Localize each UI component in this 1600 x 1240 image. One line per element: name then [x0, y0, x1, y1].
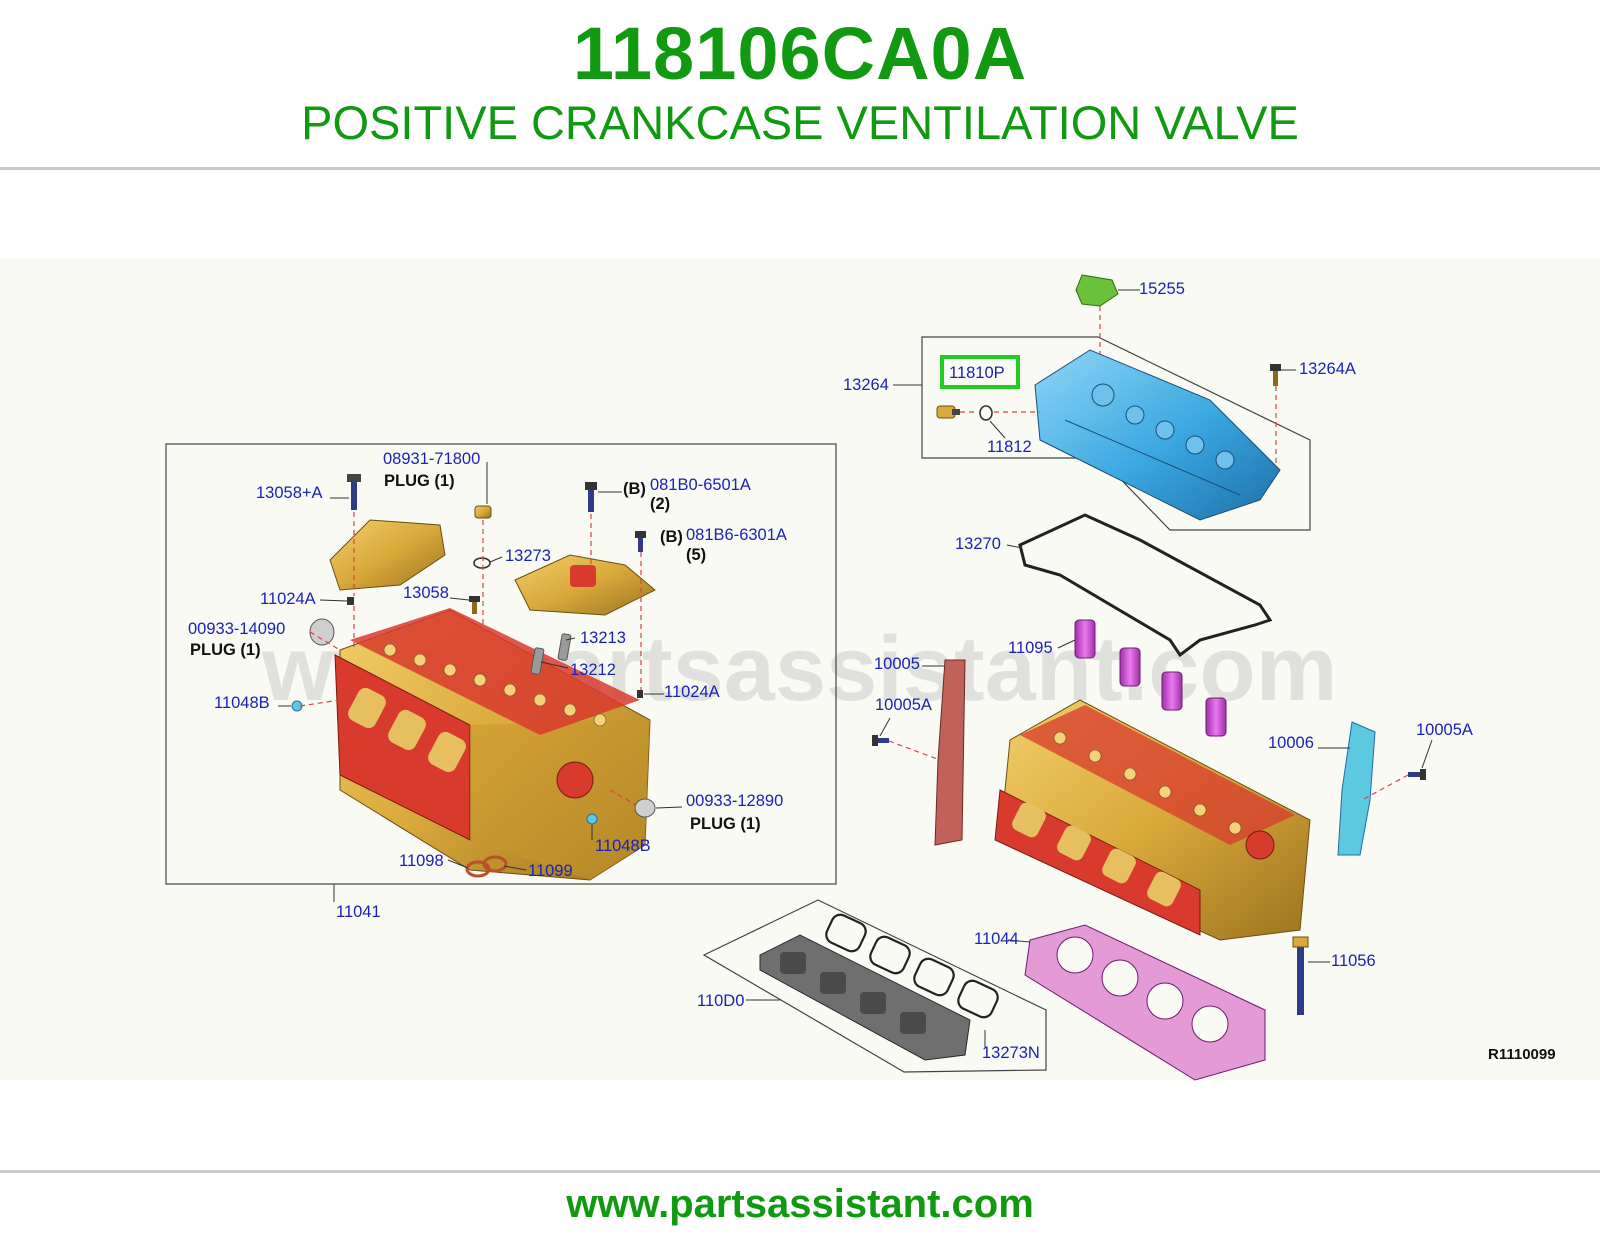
cylinder-head-left — [334, 608, 651, 881]
bolt-13058 — [469, 596, 480, 614]
cylinder-head-right — [994, 699, 1311, 941]
callout-00933-14090[interactable]: 00933-14090 — [188, 620, 285, 638]
bolt-081b0 — [585, 482, 597, 512]
callout-13264[interactable]: 13264 — [843, 376, 889, 394]
intake-gasket-110d0 — [759, 934, 971, 1061]
note-plug-08931: PLUG (1) — [384, 472, 455, 490]
callout-13058a[interactable]: 13058+A — [256, 484, 323, 502]
highlight-box-11810p — [940, 355, 1020, 389]
plug-00933-14090 — [309, 618, 335, 646]
note-plug-00933-12890: PLUG (1) — [690, 815, 761, 833]
callout-10005a-2[interactable]: 10005A — [1416, 721, 1473, 739]
valve-cover-frame — [921, 336, 1311, 531]
spark-plug-tubes-11095 — [1074, 619, 1227, 737]
footer-divider — [0, 1170, 1600, 1173]
cylinder-head-assembly-frame — [165, 443, 837, 885]
head-bolt-11056 — [1292, 936, 1309, 1015]
callout-11044[interactable]: 11044 — [974, 930, 1019, 948]
callout-11056[interactable]: 11056 — [1331, 952, 1376, 970]
callout-13264a[interactable]: 13264A — [1299, 360, 1356, 378]
plug-00933-12890 — [634, 798, 656, 818]
callout-110d0[interactable]: 110D0 — [697, 992, 744, 1010]
seal-ring-13273 — [473, 557, 491, 569]
valve-cover-gasket-13270 — [1018, 513, 1273, 658]
gasket-11812 — [979, 405, 993, 421]
camshaft-bracket-front — [329, 519, 446, 591]
part-number-title: 118106CA0A — [572, 12, 1028, 95]
tensioner-arm-10006 — [1337, 721, 1376, 856]
callout-11048b-2[interactable]: 11048B — [595, 837, 651, 855]
head-gasket-11044 — [1024, 924, 1266, 1081]
callout-11095[interactable]: 11095 — [1008, 639, 1053, 657]
callout-13213[interactable]: 13213 — [580, 629, 626, 647]
callout-11812[interactable]: 11812 — [987, 438, 1032, 456]
valve-cover — [1034, 349, 1281, 521]
oil-filler-cap-15255 — [1075, 274, 1119, 307]
dowel-11024a-2 — [637, 690, 643, 698]
header-divider — [0, 167, 1600, 170]
callout-081b0-6501a[interactable]: 081B0-6501A — [650, 476, 751, 494]
callout-13212[interactable]: 13212 — [570, 661, 616, 679]
callout-11024a-2[interactable]: 11024A — [664, 683, 720, 701]
diagram-reference-code: R1110099 — [1488, 1046, 1556, 1063]
note-081b6-qty: (5) — [686, 546, 706, 564]
seal-11099 — [482, 855, 508, 873]
plug-08931 — [474, 505, 492, 519]
bolt-10005a-1 — [872, 735, 889, 746]
plug-11048b-2 — [586, 813, 598, 825]
intake-gasket-frame — [702, 899, 1047, 1073]
callout-081b6-6301a[interactable]: 081B6-6301A — [686, 526, 787, 544]
callout-11099[interactable]: 11099 — [528, 862, 573, 880]
part-name-subtitle: POSITIVE CRANKCASE VENTILATION VALVE — [301, 96, 1299, 149]
callout-11098[interactable]: 11098 — [399, 852, 444, 870]
callout-15255[interactable]: 15255 — [1139, 280, 1185, 298]
callout-11024a-1[interactable]: 11024A — [260, 590, 316, 608]
bolt-10005a-2 — [1408, 769, 1426, 780]
bolt-13058a — [347, 474, 361, 510]
note-081b6-b: (B) — [660, 528, 683, 546]
pcv-valve-11810p — [936, 405, 960, 419]
footer-website-link[interactable]: www.partsassistant.com — [566, 1182, 1034, 1226]
callout-08931-71800[interactable]: 08931-71800 — [383, 450, 480, 468]
note-081b0-qty: (2) — [650, 495, 670, 513]
bolt-13264a — [1270, 364, 1281, 386]
intake-gasket-13273n — [825, 913, 999, 1019]
callout-13273[interactable]: 13273 — [505, 547, 551, 565]
callout-13273n[interactable]: 13273N — [982, 1044, 1040, 1062]
guide-13213 — [557, 633, 572, 661]
chain-guide-10005 — [934, 659, 966, 846]
callout-10006[interactable]: 10006 — [1268, 734, 1314, 752]
note-081b0-b: (B) — [623, 480, 646, 498]
page-header: 118106CA0A POSITIVE CRANKCASE VENTILATIO… — [0, 0, 1600, 168]
callout-10005a-1[interactable]: 10005A — [875, 696, 932, 714]
bolt-081b6 — [635, 531, 646, 552]
callout-11048b-1[interactable]: 11048B — [214, 694, 270, 712]
callout-00933-12890[interactable]: 00933-12890 — [686, 792, 783, 810]
note-plug-00933-14090: PLUG (1) — [190, 641, 261, 659]
callout-13270[interactable]: 13270 — [955, 535, 1001, 553]
callout-11810p[interactable]: 11810P — [949, 364, 1005, 382]
callout-11041[interactable]: 11041 — [336, 903, 381, 921]
dowel-11024a-1 — [347, 597, 354, 605]
callout-13058[interactable]: 13058 — [403, 584, 449, 602]
bracket-seal-face — [570, 565, 596, 587]
callout-10005[interactable]: 10005 — [874, 655, 920, 673]
